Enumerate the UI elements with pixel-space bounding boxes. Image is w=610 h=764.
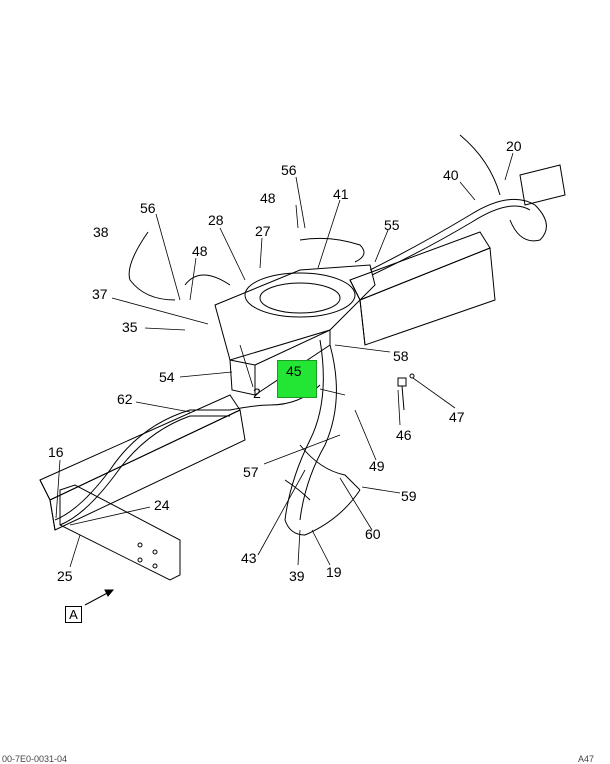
fastener-46-47 <box>397 373 415 411</box>
callout-28[interactable]: 28 <box>208 212 224 228</box>
callout-40[interactable]: 40 <box>443 167 459 183</box>
callout-48-left[interactable]: 48 <box>192 243 208 259</box>
footer-left-code: 00-7E0-0031-04 <box>2 754 68 764</box>
callout-49[interactable]: 49 <box>369 458 385 474</box>
callout-46[interactable]: 46 <box>396 427 412 443</box>
callout-35[interactable]: 35 <box>122 319 138 335</box>
callout-25[interactable]: 25 <box>57 568 73 584</box>
callout-56-left[interactable]: 56 <box>140 200 156 216</box>
view-label-a: A <box>65 606 82 623</box>
callout-56-upper[interactable]: 56 <box>281 162 297 178</box>
callout-19[interactable]: 19 <box>326 564 342 580</box>
callout-48-upper[interactable]: 48 <box>260 190 276 206</box>
callout-38[interactable]: 38 <box>93 224 109 240</box>
callout-57[interactable]: 57 <box>243 464 259 480</box>
callout-43[interactable]: 43 <box>241 550 257 566</box>
view-arrow <box>84 589 115 606</box>
footer-right-code: A47 <box>578 754 595 764</box>
callout-45-highlighted[interactable]: 45 <box>277 360 317 398</box>
callout-59[interactable]: 59 <box>401 488 417 504</box>
callout-62[interactable]: 62 <box>117 391 133 407</box>
callout-41[interactable]: 41 <box>333 186 349 202</box>
callout-20[interactable]: 20 <box>506 138 522 154</box>
callout-2[interactable]: 2 <box>253 385 261 401</box>
callout-47[interactable]: 47 <box>449 409 465 425</box>
callout-60[interactable]: 60 <box>365 526 381 542</box>
callout-55[interactable]: 55 <box>384 217 400 233</box>
callout-27[interactable]: 27 <box>255 223 271 239</box>
harness-right <box>369 134 566 276</box>
callout-37[interactable]: 37 <box>92 286 108 302</box>
callout-54[interactable]: 54 <box>159 369 175 385</box>
callout-24[interactable]: 24 <box>154 497 170 513</box>
frame-rail-lower <box>39 394 246 531</box>
central-module <box>214 264 376 396</box>
callout-58[interactable]: 58 <box>393 348 409 364</box>
leader-lines <box>55 152 514 568</box>
callout-16[interactable]: 16 <box>48 444 64 460</box>
harness-left <box>128 231 365 301</box>
callout-39[interactable]: 39 <box>289 568 305 584</box>
